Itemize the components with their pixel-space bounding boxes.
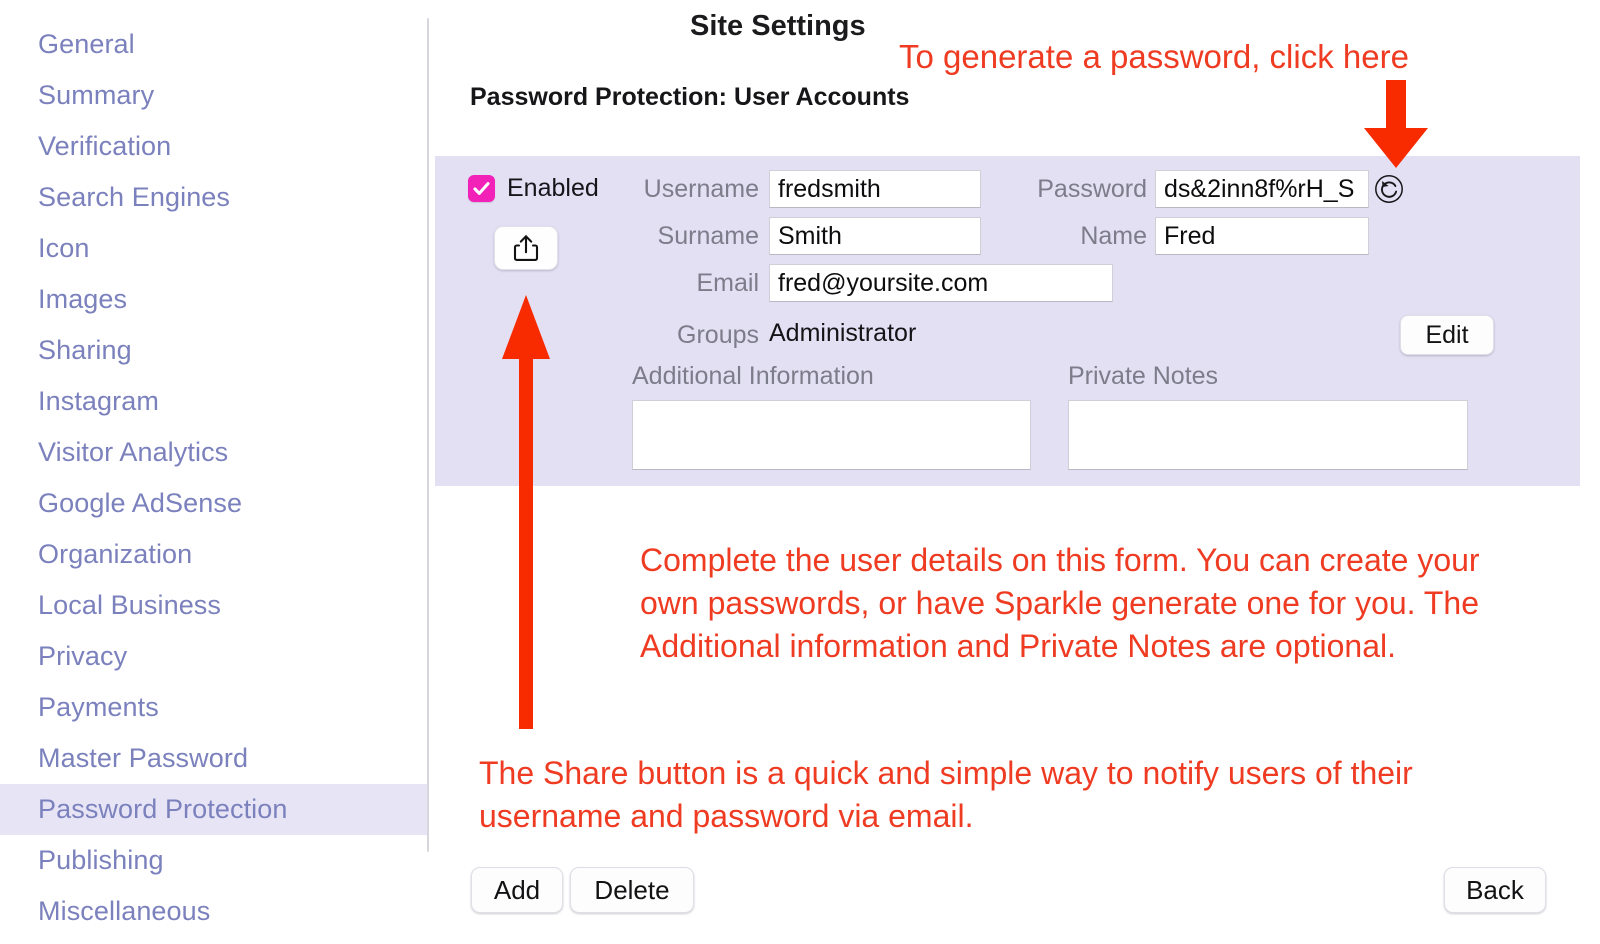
sidebar-item-label: Images [38, 284, 128, 314]
sidebar-item-privacy[interactable]: Privacy [0, 631, 428, 682]
sidebar-item-label: Payments [38, 692, 159, 722]
name-input[interactable]: Fred [1155, 217, 1369, 255]
groups-value: Administrator [769, 319, 917, 347]
add-button[interactable]: Add [471, 867, 563, 913]
sidebar-item-label: Master Password [38, 743, 249, 773]
sidebar-item-label: Search Engines [38, 182, 231, 212]
sidebar-item-search-engines[interactable]: Search Engines [0, 172, 428, 223]
sidebar-item-label: Miscellaneous [38, 896, 211, 926]
sidebar-item-label: Local Business [38, 590, 222, 620]
groups-label: Groups [677, 321, 759, 349]
enabled-checkbox[interactable] [468, 175, 495, 202]
annotation-generate-password: To generate a password, click here [899, 38, 1409, 75]
sidebar-item-label: Google AdSense [38, 488, 243, 518]
annotation-arrow-down [1364, 80, 1428, 168]
sidebar-item-local-business[interactable]: Local Business [0, 580, 428, 631]
additional-information-label: Additional Information [632, 362, 874, 390]
surname-input[interactable]: Smith [769, 217, 981, 255]
sidebar-item-payments[interactable]: Payments [0, 682, 428, 733]
password-label: Password [1037, 175, 1147, 203]
annotation-form-help: Complete the user details on this form. … [640, 542, 1480, 664]
sidebar-item-password-protection[interactable]: Password Protection [0, 784, 428, 835]
check-mark-icon [473, 182, 490, 195]
sidebar-item-label: Icon [38, 233, 90, 263]
sidebar-item-label: Summary [38, 80, 155, 110]
email-input[interactable]: fred@yoursite.com [769, 264, 1113, 302]
surname-label: Surname [657, 222, 759, 250]
username-input[interactable]: fredsmith [769, 170, 981, 208]
page-title: Site Settings [690, 10, 866, 42]
annotation-share-help: The Share button is a quick and simple w… [479, 755, 1413, 834]
sidebar-item-general[interactable]: General [0, 19, 428, 70]
additional-information-textarea[interactable] [632, 400, 1031, 470]
sidebar-divider [427, 18, 429, 852]
annotation-arrow-up [502, 295, 550, 729]
sidebar-item-label: General [38, 29, 135, 59]
name-label: Name [1080, 222, 1147, 250]
sidebar-item-label: Password Protection [38, 794, 288, 824]
sidebar-item-publishing[interactable]: Publishing [0, 835, 428, 886]
sidebar-item-miscellaneous[interactable]: Miscellaneous [0, 886, 428, 937]
sidebar-item-label: Instagram [38, 386, 159, 416]
sidebar-item-google-adsense[interactable]: Google AdSense [0, 478, 428, 529]
sidebar-item-label: Sharing [38, 335, 132, 365]
sidebar-item-icon[interactable]: Icon [0, 223, 428, 274]
sidebar-item-label: Organization [38, 539, 193, 569]
sidebar-item-organization[interactable]: Organization [0, 529, 428, 580]
sidebar-item-instagram[interactable]: Instagram [0, 376, 428, 427]
section-title: Password Protection: User Accounts [470, 83, 910, 111]
regenerate-password-button[interactable] [1374, 174, 1404, 204]
sidebar-item-label: Privacy [38, 641, 128, 671]
edit-groups-button[interactable]: Edit [1400, 315, 1494, 355]
refresh-circle-icon [1375, 175, 1403, 203]
sidebar-item-sharing[interactable]: Sharing [0, 325, 428, 376]
username-label: Username [643, 175, 759, 203]
share-button[interactable] [494, 226, 558, 270]
password-input[interactable]: ds&2inn8f%rH_S [1155, 170, 1369, 208]
enabled-label: Enabled [507, 174, 599, 202]
back-button[interactable]: Back [1444, 867, 1546, 913]
sidebar-item-visitor-analytics[interactable]: Visitor Analytics [0, 427, 428, 478]
private-notes-label: Private Notes [1068, 362, 1219, 390]
email-label: Email [696, 269, 759, 297]
sidebar-item-images[interactable]: Images [0, 274, 428, 325]
sidebar-item-label: Verification [38, 131, 172, 161]
private-notes-textarea[interactable] [1068, 400, 1468, 470]
sidebar-item-summary[interactable]: Summary [0, 70, 428, 121]
sidebar-item-label: Publishing [38, 845, 164, 875]
sidebar-item-label: Visitor Analytics [38, 437, 229, 467]
sidebar-item-verification[interactable]: Verification [0, 121, 428, 172]
share-icon [513, 235, 539, 261]
sidebar-item-master-password[interactable]: Master Password [0, 733, 428, 784]
enabled-checkbox-row[interactable]: Enabled [468, 174, 599, 203]
delete-button[interactable]: Delete [570, 867, 694, 913]
